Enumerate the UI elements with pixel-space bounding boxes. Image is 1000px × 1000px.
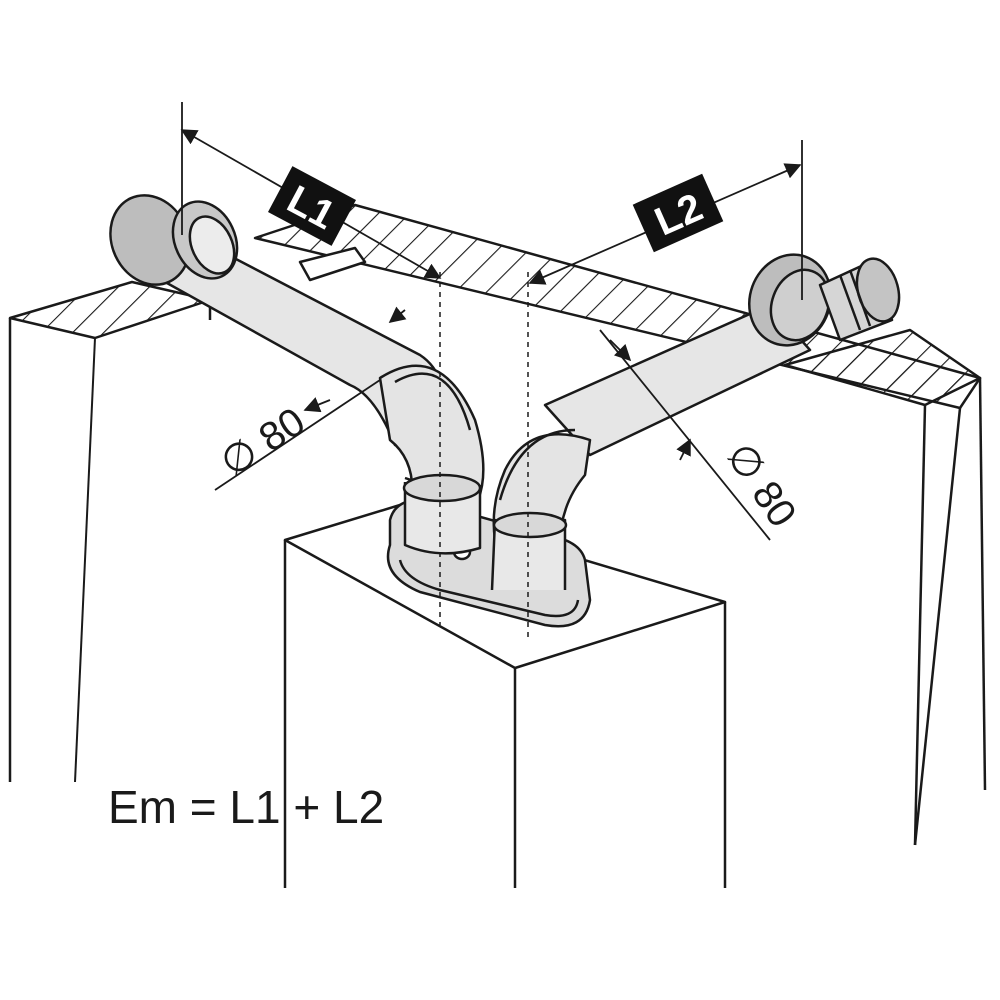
left-diameter-label: ∅ 80 [213,399,313,485]
centre-lines [439,272,529,640]
right-diameter-label: ∅ 80 [718,435,805,535]
left-wall [8,280,212,783]
right-wall [783,328,982,846]
formula-text: Em = L1 + L2 [108,781,385,833]
l2-badge: L2 [632,173,724,253]
left-elbow [378,364,485,555]
